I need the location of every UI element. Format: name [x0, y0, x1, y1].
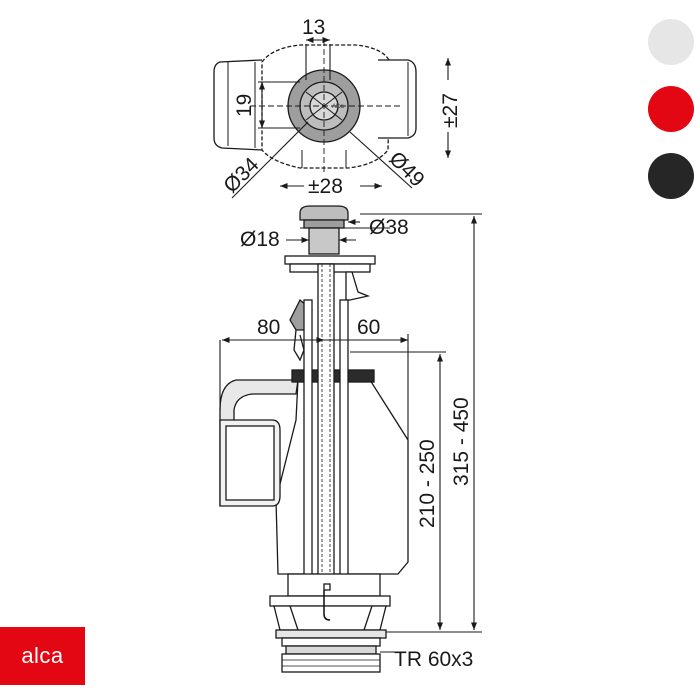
dim-diameter-small: Ø34	[219, 153, 264, 198]
dim-height-right: ±27	[439, 93, 462, 128]
dim-width-top: 13	[302, 16, 325, 39]
dim-height-short: 210 - 250	[416, 439, 439, 528]
color-swatch-black[interactable]	[648, 153, 694, 199]
side-view-dimensions	[219, 213, 482, 653]
dim-right-offset: 60	[357, 316, 380, 339]
side-view	[219, 205, 409, 673]
button-logo-text: Alca	[332, 104, 344, 110]
color-swatch-red[interactable]	[648, 86, 694, 132]
dim-thread: TR 60x3	[394, 648, 473, 671]
dim-width-bottom: ±28	[308, 175, 343, 198]
dim-button-diameter: Ø38	[369, 216, 409, 239]
dim-height-left: 19	[233, 94, 256, 117]
top-view-dimensions	[231, 36, 452, 199]
dim-button-stem: Ø18	[240, 228, 280, 251]
dim-height-total: 315 - 450	[450, 397, 473, 486]
dim-diameter-large: Ø49	[384, 147, 428, 191]
alca-logo: alca	[0, 627, 85, 685]
logo-text: alca	[21, 643, 64, 668]
dim-left-offset: 80	[257, 316, 280, 339]
top-view	[213, 40, 417, 175]
color-swatch-white[interactable]	[648, 19, 694, 65]
